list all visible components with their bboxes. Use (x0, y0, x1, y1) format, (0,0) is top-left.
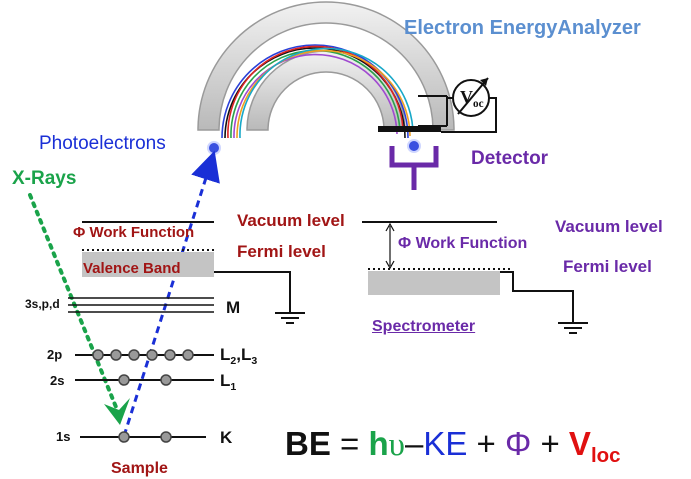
shell-label-l2l3: L2,L3 (220, 345, 258, 367)
xray-path (28, 193, 120, 414)
formula-nu: υ (388, 427, 405, 463)
detector-label: Detector (471, 148, 549, 169)
orbital-label-1s: 1s (56, 429, 71, 444)
spectrometer-vacuum-level-label: Vacuum level (555, 217, 663, 236)
orbital-label-3spd: 3s,p,d (25, 297, 60, 311)
voltmeter-icon (418, 77, 497, 133)
shell-label-m: M (226, 298, 241, 317)
spectrometer-fermi-level-label: Fermi level (563, 257, 652, 276)
spectrometer-work-function-label: Φ Work Function (398, 235, 528, 252)
formula-minus: – (404, 425, 424, 462)
shell-label-l1: L1 (220, 371, 237, 393)
orbital-label-2p: 2p (47, 347, 63, 362)
formula-v-sub: loc (590, 444, 621, 468)
shell-label-k: K (220, 428, 233, 447)
sample-vacuum-level-label: Vacuum level (237, 211, 345, 230)
formula-plus-2: + (531, 425, 569, 462)
analyzer-title: Electron EnergyAnalyzer (404, 17, 641, 39)
sample-fermi-level-label: Fermi level (237, 242, 326, 261)
xray-arrowhead (104, 398, 130, 425)
formula-be: BE (285, 425, 331, 462)
binding-energy-formula: BE = hυ–KE + Φ + Vloc (285, 425, 620, 467)
sample-work-function-label: Φ Work Function (73, 224, 195, 241)
analyzer-exit-slit (378, 126, 441, 132)
formula-ke: KE (423, 425, 468, 462)
photoelectron-path (122, 150, 220, 437)
voltmeter-label: Voc (460, 87, 484, 110)
xrays-label: X-Rays (12, 168, 77, 189)
formula-v: V (568, 425, 591, 462)
electron-trajectories (221, 44, 414, 139)
detector-icon (389, 146, 439, 190)
photoelectrons-label: Photoelectrons (39, 133, 166, 154)
valence-band-label: Valence Band (83, 260, 181, 277)
sample-label: Sample (111, 460, 168, 477)
formula-phi: Φ (504, 425, 532, 462)
spectrometer-levels (362, 221, 588, 334)
formula-equals: = (330, 425, 369, 462)
photoelectron-sphere (207, 141, 221, 155)
spectrometer-label: Spectrometer (372, 318, 476, 335)
detector-sphere (407, 139, 421, 153)
formula-h: h (368, 425, 389, 462)
core-electrons (92, 349, 194, 443)
formula-plus-1: + (467, 425, 505, 462)
orbital-label-2s: 2s (50, 373, 65, 388)
